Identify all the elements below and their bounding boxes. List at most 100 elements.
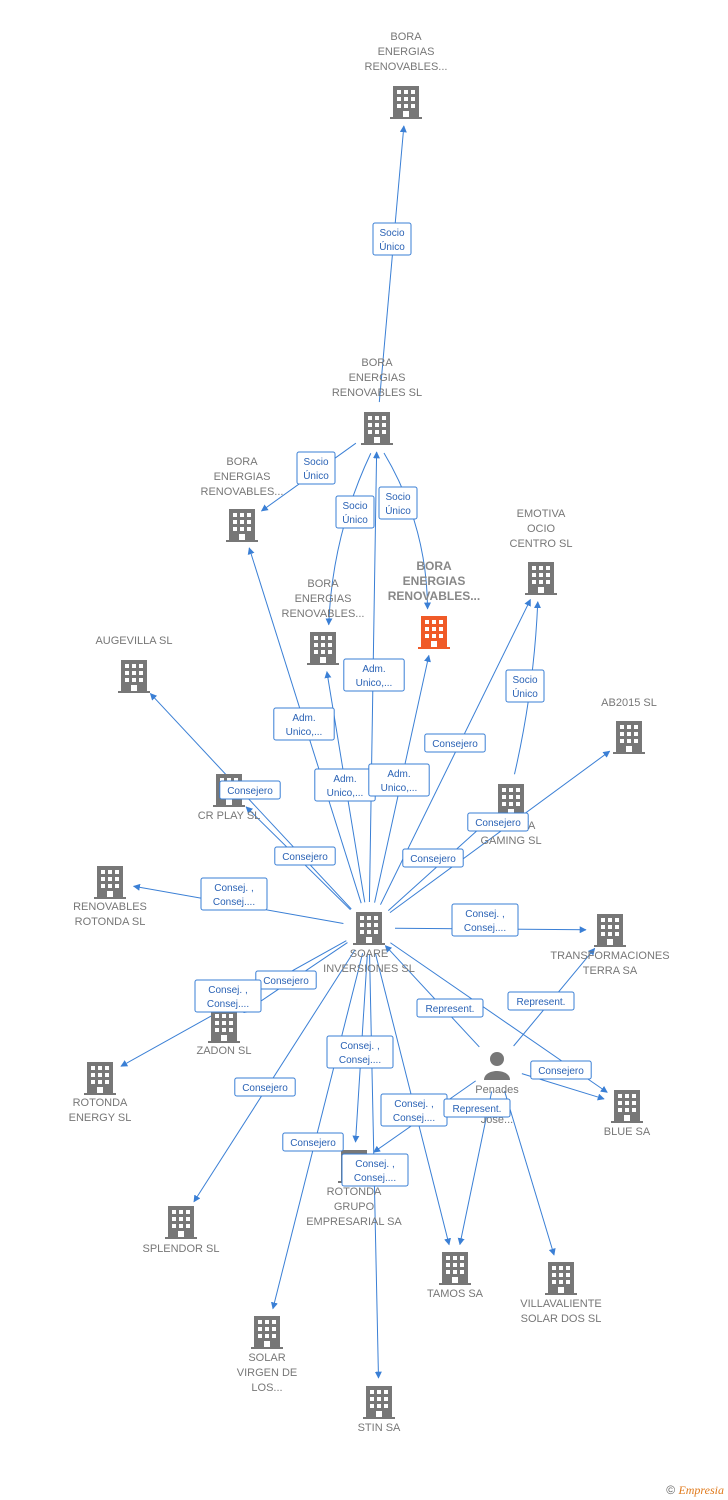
node-crplay[interactable]: CR PLAY SL	[198, 774, 261, 822]
edge-label-adm-unico[interactable]: Adm.Unico,...	[314, 768, 376, 802]
edge-labels-layer: SocioÚnicoSocioÚnicoSocioÚnicoSocioÚnico…	[194, 222, 592, 1187]
node-tamos[interactable]: TAMOS SA	[427, 1252, 484, 1300]
edge-label-consej-consej[interactable]: Consej. ,Consej....	[194, 979, 262, 1013]
node-augevilla[interactable]: AUGEVILLA SL	[95, 635, 173, 693]
edge-label-adm-unico[interactable]: Adm.Unico,...	[273, 707, 335, 741]
edge-label-consejero[interactable]: Consejero	[282, 1132, 344, 1152]
building-icon[interactable]	[208, 1010, 240, 1043]
building-icon[interactable]	[353, 912, 385, 945]
building-icon[interactable]	[307, 632, 339, 665]
edge-label-text: Consej....	[464, 923, 506, 934]
edge-label-text: Unico,...	[327, 788, 364, 799]
edge-label-consejero[interactable]: Consejero	[219, 780, 281, 800]
building-icon[interactable]	[545, 1262, 577, 1295]
building-icon[interactable]	[495, 784, 527, 817]
building-icon[interactable]	[251, 1316, 283, 1349]
building-icon[interactable]	[418, 616, 450, 649]
node-bora5[interactable]: BORAENERGIASRENOVABLES...	[282, 578, 365, 665]
nodes-layer: BORAENERGIASRENOVABLES...BORAENERGIASREN…	[69, 31, 670, 1434]
copyright-icon: ©	[666, 1483, 676, 1497]
node-label: ENERGIAS	[378, 46, 435, 58]
edge-label-consej-consej[interactable]: Consej. ,Consej....	[380, 1093, 448, 1127]
edge-label-consej-consej[interactable]: Consej. ,Consej....	[341, 1153, 409, 1187]
node-stin[interactable]: STIN SA	[358, 1386, 401, 1434]
edge-label-box	[194, 979, 262, 1013]
building-icon[interactable]	[361, 412, 393, 445]
node-label: BLUE SA	[604, 1126, 651, 1138]
building-icon[interactable]	[165, 1206, 197, 1239]
building-icon[interactable]	[84, 1062, 116, 1095]
building-icon[interactable]	[613, 721, 645, 754]
edge-label-text: Consej....	[339, 1055, 381, 1066]
edge-label-text: Socio	[303, 457, 328, 468]
edge-label-consejero[interactable]: Consejero	[530, 1060, 592, 1080]
edge-label-text: Consejero	[432, 739, 478, 750]
node-zadon[interactable]: ZADON SL	[196, 1010, 252, 1057]
building-icon[interactable]	[94, 866, 126, 899]
edge-label-consejero[interactable]: Consejero	[424, 733, 486, 753]
building-icon[interactable]	[525, 562, 557, 595]
edge-label-box	[402, 848, 464, 868]
node-label: ZADON SL	[196, 1045, 251, 1057]
person-icon[interactable]	[484, 1052, 510, 1080]
node-bora1[interactable]: BORAENERGIASRENOVABLES...	[365, 31, 448, 119]
edge-label-consejero[interactable]: Consejero	[274, 846, 336, 866]
edge-label-text: Consej. ,	[214, 883, 253, 894]
node-bora-focus[interactable]: BORAENERGIASRENOVABLES...	[388, 559, 480, 649]
edge-label-consej-consej[interactable]: Consej. ,Consej....	[326, 1035, 394, 1069]
node-label: SOLAR DOS SL	[521, 1313, 602, 1325]
edge-label-adm-unico[interactable]: Adm.Unico,...	[343, 658, 405, 692]
node-label: BORA	[390, 31, 422, 43]
building-icon[interactable]	[594, 914, 626, 947]
edge-label-consejero[interactable]: Consejero	[467, 812, 529, 832]
brand-logo[interactable]: Empresia	[678, 1483, 724, 1497]
building-icon[interactable]	[363, 1386, 395, 1419]
building-icon[interactable]	[226, 509, 258, 542]
building-icon[interactable]	[390, 86, 422, 119]
edge-label-text: Adm.	[292, 713, 315, 724]
edge-label-consejero[interactable]: Consejero	[255, 970, 317, 990]
edge-soare-to-augevilla	[149, 693, 352, 910]
building-icon[interactable]	[611, 1090, 643, 1123]
edge-label-text: Consej....	[354, 1173, 396, 1184]
node-blue[interactable]: BLUE SA	[604, 1090, 651, 1138]
edge-label-represent[interactable]: Represent.	[507, 991, 575, 1011]
edge-label-consej-consej[interactable]: Consej. ,Consej....	[451, 903, 519, 937]
edge-label-text: Adm.	[387, 769, 410, 780]
edge-label-consej-consej[interactable]: Consej. ,Consej....	[200, 877, 268, 911]
edge-label-represent[interactable]: Represent.	[416, 998, 484, 1018]
node-bora3[interactable]: BORAENERGIASRENOVABLES...	[201, 456, 284, 542]
edge-label-adm-unico[interactable]: Adm.Unico,...	[368, 763, 430, 797]
edge-label-text: Consej. ,	[394, 1099, 433, 1110]
node-label: AB2015 SL	[601, 697, 657, 709]
edge-label-box	[296, 451, 336, 485]
building-icon[interactable]	[439, 1252, 471, 1285]
edge-label-box	[200, 877, 268, 911]
edge-label-text: Adm.	[362, 664, 385, 675]
edge-label-represent[interactable]: Represent.	[443, 1098, 511, 1118]
node-label: INVERSIONES SL	[323, 963, 415, 975]
edge-label-consejero[interactable]: Consejero	[402, 848, 464, 868]
node-splendor[interactable]: SPLENDOR SL	[142, 1206, 220, 1255]
node-label: TRANSFORMACIONES	[550, 950, 669, 962]
building-icon[interactable]	[118, 660, 150, 693]
node-ab2015[interactable]: AB2015 SL	[601, 697, 657, 754]
edge-label-box	[443, 1098, 511, 1118]
edge-label-consejero[interactable]: Consejero	[234, 1077, 296, 1097]
edge-label-box	[416, 998, 484, 1018]
node-label: ENERGIAS	[403, 574, 466, 588]
